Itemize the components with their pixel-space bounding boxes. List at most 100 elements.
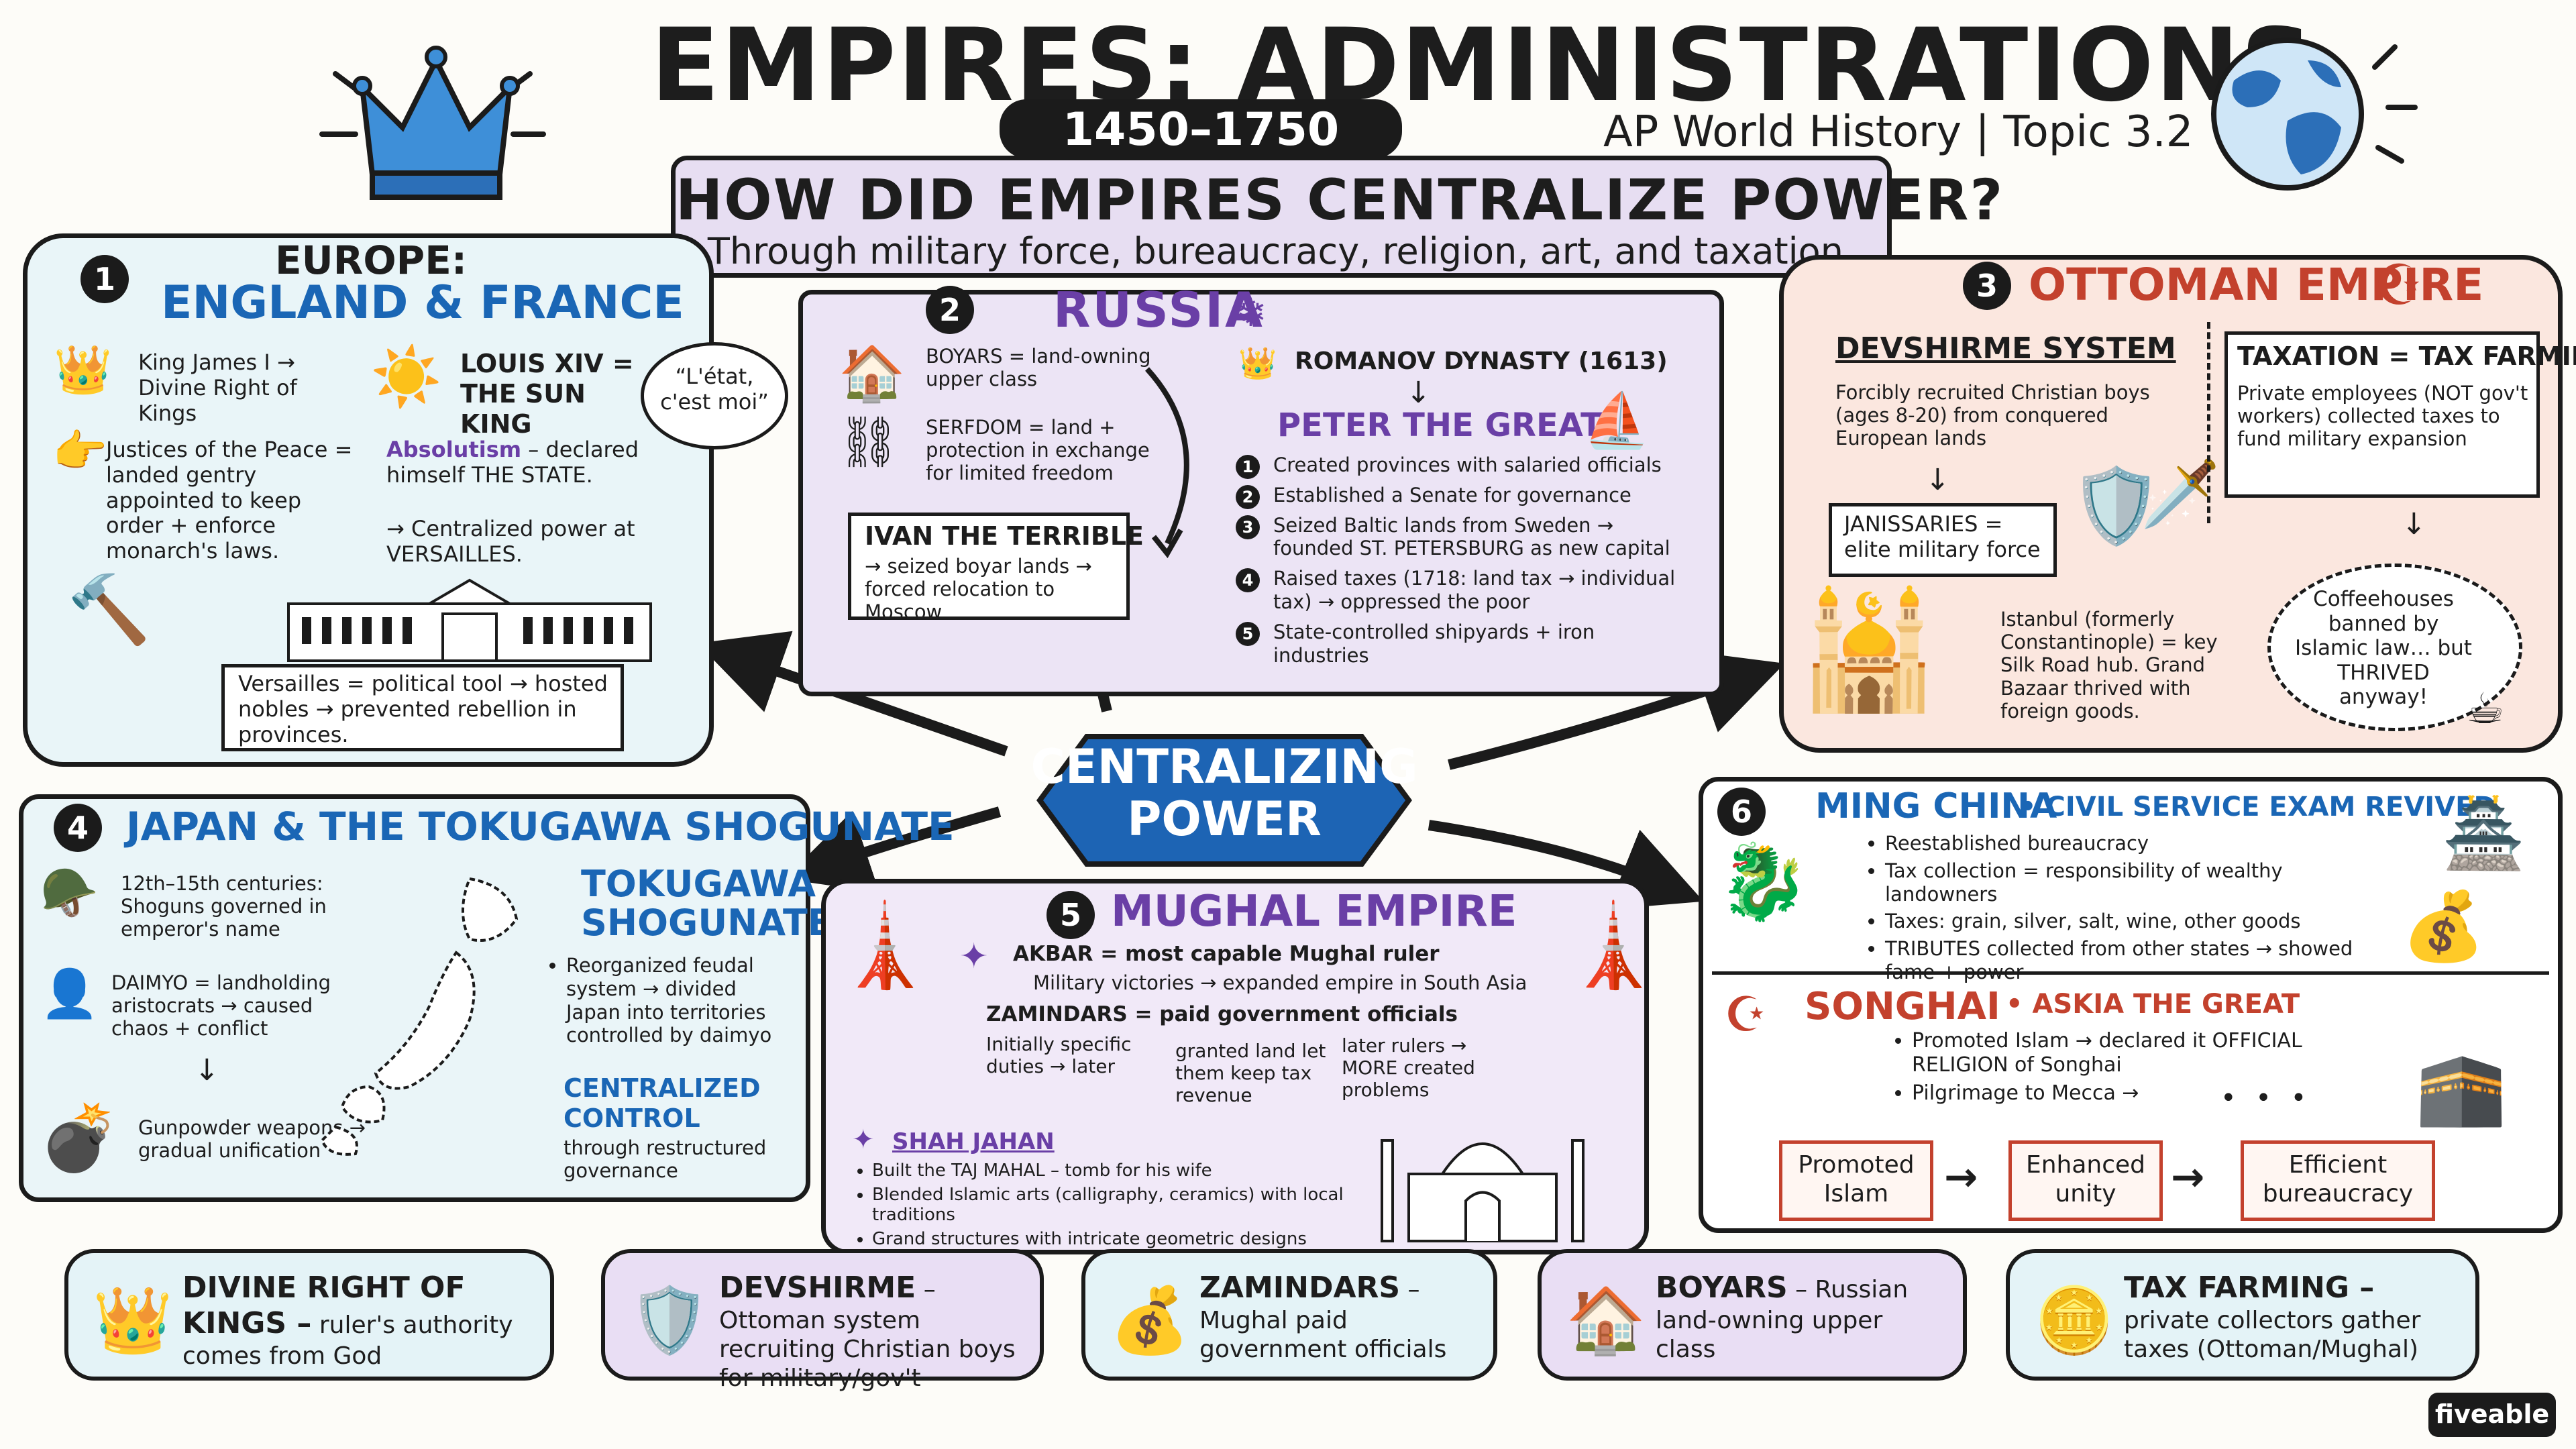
ming-title: MING CHINA — [1815, 786, 2057, 826]
glossary-card-devshirme: 🛡️ DEVSHIRME – Ottoman system recruiting… — [601, 1249, 1044, 1392]
coffee-text: Coffeehouses banned by Islamic law… but … — [2295, 587, 2472, 710]
versailles-note: Versailles = political tool → hosted nob… — [238, 671, 608, 747]
ottoman-number: 3 — [1963, 262, 2011, 310]
russia-panel — [798, 290, 1724, 696]
star-icon: ✦ — [959, 936, 989, 977]
globe-decoration — [2174, 20, 2442, 221]
absolutism-line: Absolutism – declared himself THE STATE. — [386, 437, 641, 488]
snowflake-icon: ❄ — [1234, 290, 1267, 335]
dragon-icon: 🐉 — [1717, 839, 1809, 924]
question-text: HOW DID EMPIRES CENTRALIZE POWER? — [676, 167, 2004, 233]
louis-title: LOUIS XIV = THE SUN KING — [460, 349, 634, 439]
sword-icon: 🗡️ — [2140, 456, 2220, 531]
russia-title: RUSSIA — [1053, 282, 1265, 338]
songhai-flow-step: Enhanced unity — [2008, 1140, 2163, 1221]
brand-badge: fiveable — [2428, 1393, 2556, 1437]
center-label-line2: POWER — [1127, 792, 1322, 847]
cannon-icon: 💣 — [39, 1100, 119, 1175]
glossary-definition: ruler's authority comes from God — [182, 1311, 513, 1370]
answer-text: Through military force, bureaucracy, rel… — [707, 230, 1856, 272]
tokugawa-list: Reorganized feudal system → divided Japa… — [543, 954, 792, 1051]
person-icon: 👤 — [40, 966, 99, 1021]
mughal-number: 5 — [1046, 891, 1095, 939]
russia-number: 2 — [926, 286, 974, 334]
gunpowder-text: Gunpowder weapons → gradual unification — [138, 1116, 366, 1163]
tokugawa-title-line2: SHOGUNATE — [581, 902, 833, 944]
money-bag-icon: 💰 — [1110, 1283, 1190, 1358]
akbar-sub: Military victories → expanded empire in … — [1033, 971, 1527, 994]
years-banner: 1450–1750 — [1000, 99, 1402, 158]
tokugawa-title-line1: TOKUGAWA — [581, 863, 816, 905]
samurai-helmet-icon: 🪖 — [40, 865, 99, 920]
istanbul-text: Istanbul (formerly Constantinople) = key… — [2000, 608, 2218, 722]
flow-arrow: → — [2171, 1154, 2205, 1201]
down-arrow: ↓ — [1925, 463, 1950, 497]
absolutism-term: Absolutism — [386, 437, 522, 462]
versailles-note-box: Versailles = political tool → hosted nob… — [221, 664, 624, 751]
zamindars-text: ZAMINDARS = paid government officials — [986, 1002, 1458, 1026]
glossary-definition: – Russian land-owning upper class — [1656, 1276, 1909, 1363]
star-icon: ✦ — [852, 1124, 875, 1155]
peter-title: PETER THE GREAT — [1277, 407, 1603, 444]
glossary-card-zamindars: 💰 ZAMINDARS – Mughal paid government off… — [1081, 1249, 1497, 1381]
pointing-hand-icon: 👉 — [52, 425, 108, 477]
crown-icon: 👑 — [93, 1283, 173, 1358]
devshirme-title: DEVSHIRME SYSTEM — [1835, 331, 2176, 366]
quote-text: “L'état, c'est moi” — [660, 364, 769, 415]
songhai-flow-step: Efficient bureaucracy — [2241, 1140, 2435, 1221]
tax-text: Private employees (NOT gov't workers) co… — [2237, 382, 2528, 451]
page-title: EMPIRES: ADMINISTRATIONS — [651, 7, 2315, 124]
kaaba-icon: 🕋 — [2415, 1044, 2507, 1130]
serfdom-text: SERFDOM = land + protection in exchange … — [926, 416, 1150, 485]
pagoda-icon: 🏯 — [2442, 794, 2526, 873]
crown-decoration — [309, 20, 564, 221]
mughal-title: MUGHAL EMPIRE — [1111, 887, 1517, 936]
songhai-flow-step: Promoted Islam — [1779, 1140, 1933, 1221]
ivan-text: → seized boyar lands → forced relocation… — [865, 555, 1092, 624]
ming-item: Tax collection = responsibility of wealt… — [1885, 859, 2359, 906]
ivan-box: IVAN THE TERRIBLE → seized boyar lands →… — [848, 513, 1144, 623]
glossary-card-divine-right: 👑 DIVINE RIGHT OF KINGS – ruler's author… — [64, 1249, 554, 1381]
down-arrow: ↓ — [2402, 507, 2426, 541]
small-crown-icon: 👑 — [1238, 345, 1277, 381]
gavel-icon: 🔨 — [67, 570, 151, 649]
tokugawa-item: Reorganized feudal system → divided Japa… — [566, 954, 792, 1047]
house-icon: 🏠 — [1566, 1283, 1646, 1358]
mosque-icon: 🕌 — [1798, 584, 1940, 717]
europe-title-line2: ENGLAND & FRANCE — [161, 276, 684, 329]
minaret-icon: 🗼 — [1563, 900, 1664, 993]
europe-number: 1 — [80, 255, 129, 303]
devshirme-text: Forcibly recruited Christian boys (ages … — [1835, 381, 2150, 450]
ship-icon: ⛵ — [1583, 389, 1650, 451]
zamindars-flow1: Initially specific duties → later — [986, 1033, 1132, 1078]
years-label: 1450–1750 — [1062, 103, 1340, 156]
glossary-definition: – Mughal paid government officials — [1199, 1276, 1447, 1363]
crescent-icon: ☪ — [1724, 986, 1768, 1042]
centralized-control-rest: through restructured governance — [564, 1136, 767, 1183]
coins-icon: 🪙 — [2034, 1283, 2114, 1358]
down-arrow: ↓ — [1406, 376, 1431, 410]
centralized-control-title: CENTRALIZED CONTROL — [564, 1073, 761, 1133]
ivan-title: IVAN THE TERRIBLE — [865, 521, 1144, 551]
crown-icon: 👑 — [54, 342, 113, 397]
glossary-term: DIVINE RIGHT OF KINGS – — [182, 1271, 466, 1340]
glossary-term: BOYARS — [1656, 1271, 1788, 1305]
shah-item: Blended Islamic arts (calligraphy, ceram… — [872, 1185, 1373, 1225]
akbar-text: AKBAR = most capable Mughal ruler — [1013, 942, 1440, 966]
glossary-definition: – Ottoman system recruiting Christian bo… — [719, 1276, 1016, 1393]
glossary-card-boyars: 🏠 BOYARS – Russian land-owning upper cla… — [1538, 1249, 1967, 1381]
zamindars-flow3: later rulers → MORE created problems — [1342, 1034, 1475, 1102]
janissaries-text: JANISSARIES = elite military force — [1844, 511, 2041, 562]
absolutism-text: – declared himself THE STATE. — [386, 437, 639, 488]
crescent-icon: ☪ — [2373, 252, 2424, 318]
coffee-bubble: Coffeehouses banned by Islamic law… but … — [2267, 564, 2522, 731]
ming-list: Reestablished bureaucracy Tax collection… — [1862, 832, 2359, 988]
crown-icon — [319, 46, 546, 200]
janissaries-box: JANISSARIES = elite military force — [1829, 503, 2057, 577]
zamindars-flow2: granted land let them keep tax revenue — [1175, 1040, 1326, 1107]
songhai-subtitle: • ASKIA THE GREAT — [2006, 989, 2300, 1020]
